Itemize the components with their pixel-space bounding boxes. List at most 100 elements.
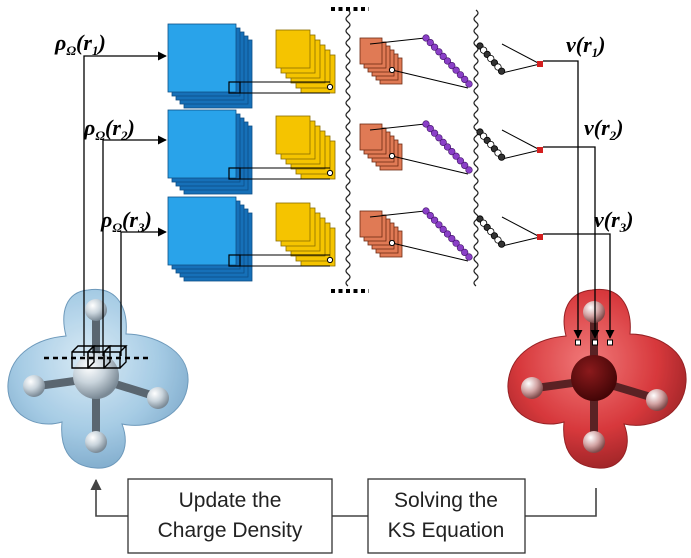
- receptive-field: [228, 81, 241, 94]
- fc2-neuron: [497, 67, 506, 75]
- hydrogen-atom: [646, 389, 668, 411]
- fc1-neuron: [439, 225, 447, 233]
- input-label-3: ρΩ(r3): [100, 207, 152, 235]
- input-label-2: ρΩ(r2): [83, 115, 135, 143]
- output-node: [537, 61, 543, 67]
- projection-line: [391, 155, 469, 175]
- fc1-neuron: [448, 61, 456, 70]
- output-sample-point: [592, 339, 598, 346]
- input-connector-2: [102, 135, 167, 356]
- solve-box-line1: Solving the: [394, 489, 498, 512]
- projection-node: [388, 239, 396, 247]
- network-row-2: [167, 109, 543, 195]
- projection-line: [391, 242, 469, 262]
- fc2-neuron: [497, 240, 506, 248]
- input-labels: ρΩ(r1) ρΩ(r2) ρΩ(r3): [54, 30, 152, 235]
- projection-line: [501, 236, 541, 247]
- output-label-2: v(r2): [584, 115, 623, 143]
- carbon-atom: [73, 353, 119, 399]
- input-label-1: ρΩ(r1): [54, 30, 106, 58]
- output-connector-3: [543, 233, 615, 339]
- fc1-neuron: [422, 34, 430, 42]
- projection-node: [326, 169, 334, 177]
- fc1-neuron: [431, 216, 439, 224]
- solve-box-line2: KS Equation: [388, 519, 505, 542]
- fc1-neuron: [443, 230, 452, 238]
- conv2-feature-map: [275, 115, 311, 155]
- receptive-field: [228, 167, 241, 180]
- update-box-line1: Update the: [179, 489, 282, 512]
- conv1-feature-map: [167, 196, 237, 266]
- projection-line: [501, 149, 541, 160]
- projection-line: [501, 43, 541, 65]
- fc1-neuron: [439, 52, 447, 61]
- fc1-neuron: [452, 239, 460, 247]
- output-label-1: v(r1): [566, 32, 605, 60]
- hydrogen-atom: [85, 431, 107, 453]
- layer-divider-2: [473, 9, 479, 287]
- workflow-loop: Update the Charge Density Solving the KS…: [90, 478, 597, 554]
- network-row-3: [167, 196, 543, 282]
- fc1-neuron: [431, 129, 439, 137]
- conv3-feature-map: [359, 123, 383, 151]
- input-connector-1: [83, 51, 167, 356]
- projection-line: [369, 123, 426, 131]
- fc1-neuron: [431, 43, 439, 51]
- input-connector-3: [120, 227, 167, 356]
- fc1-neuron: [465, 253, 473, 261]
- output-node: [537, 147, 543, 153]
- potential-molecule: [507, 288, 687, 469]
- projection-node: [326, 83, 334, 91]
- charge-density-molecule: [7, 288, 189, 469]
- fc1-neuron: [452, 152, 460, 160]
- carbon-atom: [571, 355, 617, 401]
- fc2-neuron: [497, 153, 506, 161]
- projection-line: [369, 210, 426, 218]
- projection-node: [388, 66, 396, 74]
- connectors: [83, 51, 615, 356]
- receptive-field: [228, 254, 241, 267]
- output-connector-2: [543, 146, 600, 339]
- conv3-feature-map: [359, 37, 383, 65]
- output-sample-point: [607, 339, 613, 346]
- fc1-neuron: [426, 212, 434, 220]
- network-row-1: [167, 23, 543, 109]
- sampling-cubes: [71, 345, 128, 369]
- projection-line: [391, 69, 469, 89]
- hydrogen-atom: [521, 377, 543, 399]
- projection-node: [388, 152, 396, 160]
- output-node: [537, 234, 543, 240]
- update-box-line2: Charge Density: [158, 519, 303, 542]
- conv3-feature-map: [359, 210, 383, 238]
- conv2-feature-map: [275, 29, 311, 69]
- conv1-feature-map: [167, 109, 237, 179]
- fc1-neuron: [435, 134, 443, 142]
- fc1-neuron: [435, 221, 443, 229]
- projection-line: [501, 63, 541, 74]
- fc1-neuron: [465, 80, 473, 88]
- fc1-neuron: [426, 125, 434, 133]
- fc1-neuron: [435, 48, 443, 56]
- fc1-neuron: [465, 166, 473, 174]
- fc1-neuron: [422, 207, 430, 215]
- projection-node: [326, 256, 334, 264]
- layer-divider-1: [345, 9, 351, 287]
- hydrogen-atom: [583, 431, 605, 453]
- fc1-neuron: [443, 143, 452, 151]
- network-rows: [167, 23, 543, 282]
- fc1-neuron: [461, 161, 469, 169]
- projection-line: [501, 216, 541, 238]
- fc1-neuron: [422, 120, 430, 128]
- fc1-neuron: [439, 138, 447, 146]
- solve-ks-equation-box: [367, 478, 526, 554]
- projection-line: [501, 129, 541, 151]
- hydrogen-atom: [23, 375, 45, 397]
- fc1-neuron: [456, 244, 465, 252]
- fc1-neuron: [461, 248, 469, 256]
- hydrogen-atom: [85, 299, 107, 321]
- fc1-neuron: [461, 75, 469, 83]
- hydrogen-atom: [147, 387, 169, 409]
- fc1-neuron: [456, 71, 465, 79]
- output-connector-1: [543, 60, 583, 339]
